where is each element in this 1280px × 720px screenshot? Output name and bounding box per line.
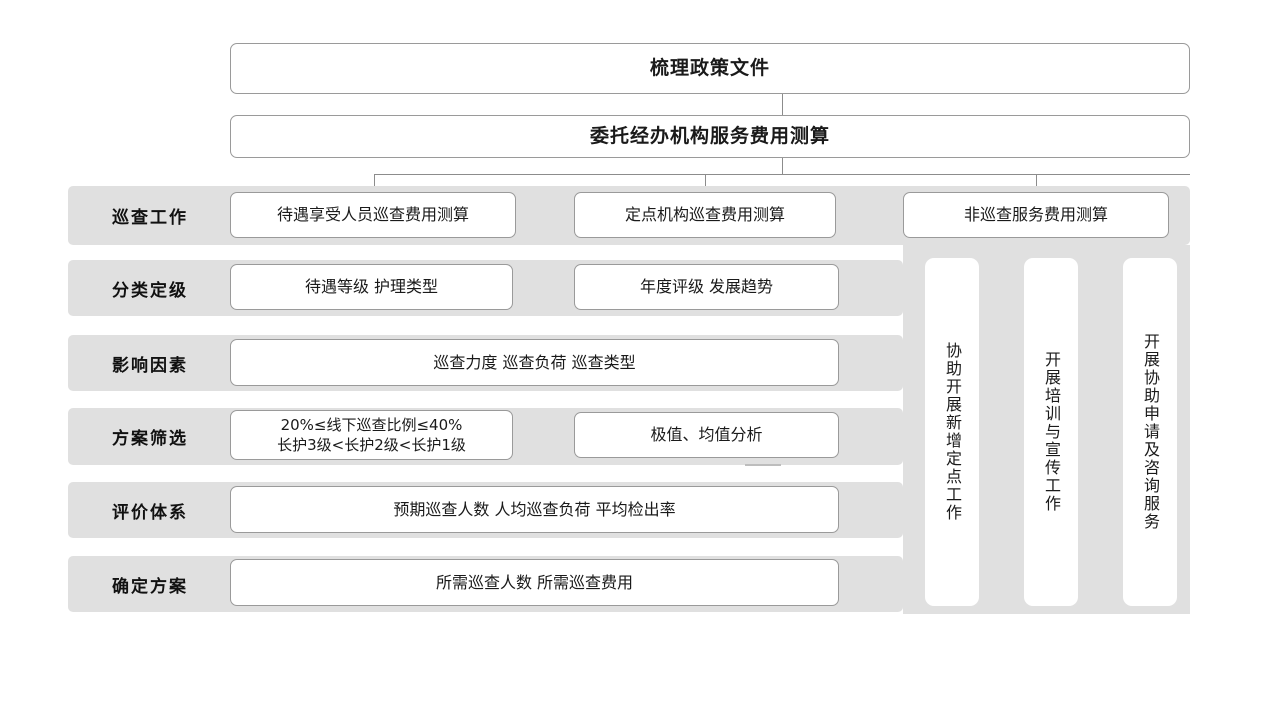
node-label: 非巡查服务费用测算 (963, 205, 1108, 224)
connector-branch-horizontal (374, 174, 1190, 175)
stage-label-evaluation-system: 评价体系 (72, 482, 228, 538)
stage-label-text: 确定方案 (112, 576, 188, 597)
connector-branch-stem (782, 158, 783, 174)
node-service-fee-estimation[interactable]: 委托经办机构服务费用测算 (230, 115, 1190, 158)
node-annual-rating-trend[interactable]: 年度评级 发展趋势 (574, 264, 839, 310)
connector-branch-right (1036, 174, 1037, 191)
node-beneficiary-inspection-cost[interactable]: 待遇享受人员巡查费用测算 (230, 192, 516, 238)
underline-artifact (745, 464, 781, 466)
node-training-and-publicity[interactable]: 开展培训与宣传工作 (1024, 258, 1078, 606)
node-label: 开展协助申请及咨询服务 (1141, 333, 1160, 531)
node-label: 待遇享受人员巡查费用测算 (276, 205, 469, 224)
node-non-inspection-service-cost[interactable]: 非巡查服务费用测算 (903, 192, 1169, 238)
node-label: 待遇等级 护理类型 (304, 277, 439, 296)
node-label: 巡查力度 巡查负荷 巡查类型 (433, 352, 636, 372)
stage-label-text: 影响因素 (112, 355, 188, 376)
node-label: 年度评级 发展趋势 (639, 277, 774, 296)
stage-label-text: 评价体系 (112, 502, 188, 523)
node-benefit-level-care-type[interactable]: 待遇等级 护理类型 (230, 264, 513, 310)
stage-label-influencing-factors: 影响因素 (72, 335, 228, 391)
connector-branch-middle (705, 174, 706, 191)
node-label: 所需巡查人数 所需巡查费用 (435, 572, 634, 592)
stage-label-text: 分类定级 (112, 280, 188, 301)
stage-label-text: 巡查工作 (112, 208, 188, 228)
node-expected-inspectors-load-detection[interactable]: 预期巡查人数 人均巡查负荷 平均检出率 (230, 486, 839, 533)
stage-label-classification-grading: 分类定级 (72, 260, 228, 316)
node-offline-inspection-ratio[interactable]: 20%≤线下巡查比例≤40% 长护3级<长护2级<长护1级 (230, 410, 513, 460)
node-label: 开展培训与宣传工作 (1042, 351, 1061, 513)
node-designated-institution-inspection-cost[interactable]: 定点机构巡查费用测算 (574, 192, 836, 238)
node-inspection-intensity-load-type[interactable]: 巡查力度 巡查负荷 巡查类型 (230, 339, 839, 386)
stage-label-final-plan: 确定方案 (72, 556, 228, 612)
node-label: 定点机构巡查费用测算 (624, 205, 785, 224)
stage-label-text: 方案筛选 (112, 429, 188, 449)
connector-branch-left (374, 174, 375, 191)
node-application-and-consulting-service[interactable]: 开展协助申请及咨询服务 (1123, 258, 1177, 606)
node-label: 协助开展新增定点工作 (943, 342, 962, 522)
node-assist-new-designated-sites[interactable]: 协助开展新增定点工作 (925, 258, 979, 606)
node-extreme-mean-analysis[interactable]: 极值、均值分析 (574, 412, 839, 458)
stage-label-inspection-work: 巡查工作 (72, 186, 228, 245)
connector-top-vertical (782, 94, 783, 115)
node-required-inspectors-and-cost[interactable]: 所需巡查人数 所需巡查费用 (230, 559, 839, 606)
node-policy-docs[interactable]: 梳理政策文件 (230, 43, 1190, 94)
stage-label-plan-screening: 方案筛选 (72, 408, 228, 465)
node-policy-docs-label: 梳理政策文件 (649, 56, 770, 79)
node-label: 极值、均值分析 (650, 425, 763, 444)
node-label: 预期巡查人数 人均巡查负荷 平均检出率 (393, 499, 676, 519)
node-label: 20%≤线下巡查比例≤40% 长护3级<长护2级<长护1级 (277, 415, 466, 454)
node-service-fee-estimation-label: 委托经办机构服务费用测算 (589, 124, 830, 147)
